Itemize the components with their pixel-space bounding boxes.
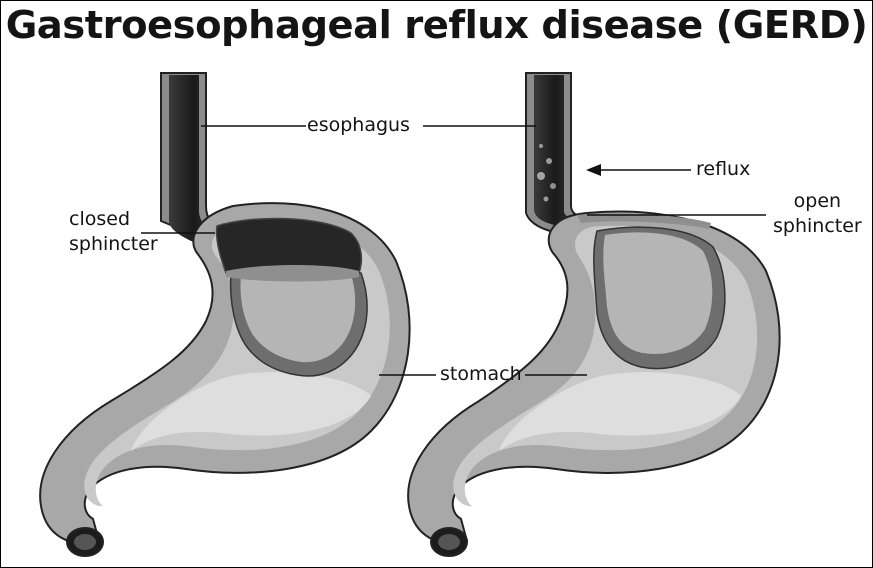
left-stomach-illustration: [34, 73, 410, 556]
reflux-bubble: [544, 197, 549, 202]
closed-sphincter-label: closed sphincter: [69, 207, 158, 257]
right-stomach-illustration: [408, 73, 779, 556]
reflux-bubble: [539, 144, 543, 148]
reflux-label: reflux: [696, 157, 750, 182]
closed-sphincter-label-line2: sphincter: [69, 232, 158, 257]
right-duodenum-inner: [438, 534, 460, 550]
reflux-bubble: [546, 158, 552, 164]
open-sphincter-label: open sphincter: [773, 189, 862, 239]
reflux-bubble: [550, 183, 556, 189]
reflux-arrow-head: [586, 164, 601, 176]
closed-sphincter-label-line1: closed: [69, 207, 158, 232]
right-pouch-fill: [603, 232, 712, 354]
reflux-bubble: [537, 172, 545, 180]
esophagus-label: esophagus: [307, 113, 410, 138]
stomach-label: stomach: [440, 362, 522, 387]
open-sphincter-label-line1: open: [773, 189, 862, 214]
open-sphincter-label-line2: sphincter: [773, 214, 862, 239]
left-duodenum-inner: [74, 534, 96, 550]
